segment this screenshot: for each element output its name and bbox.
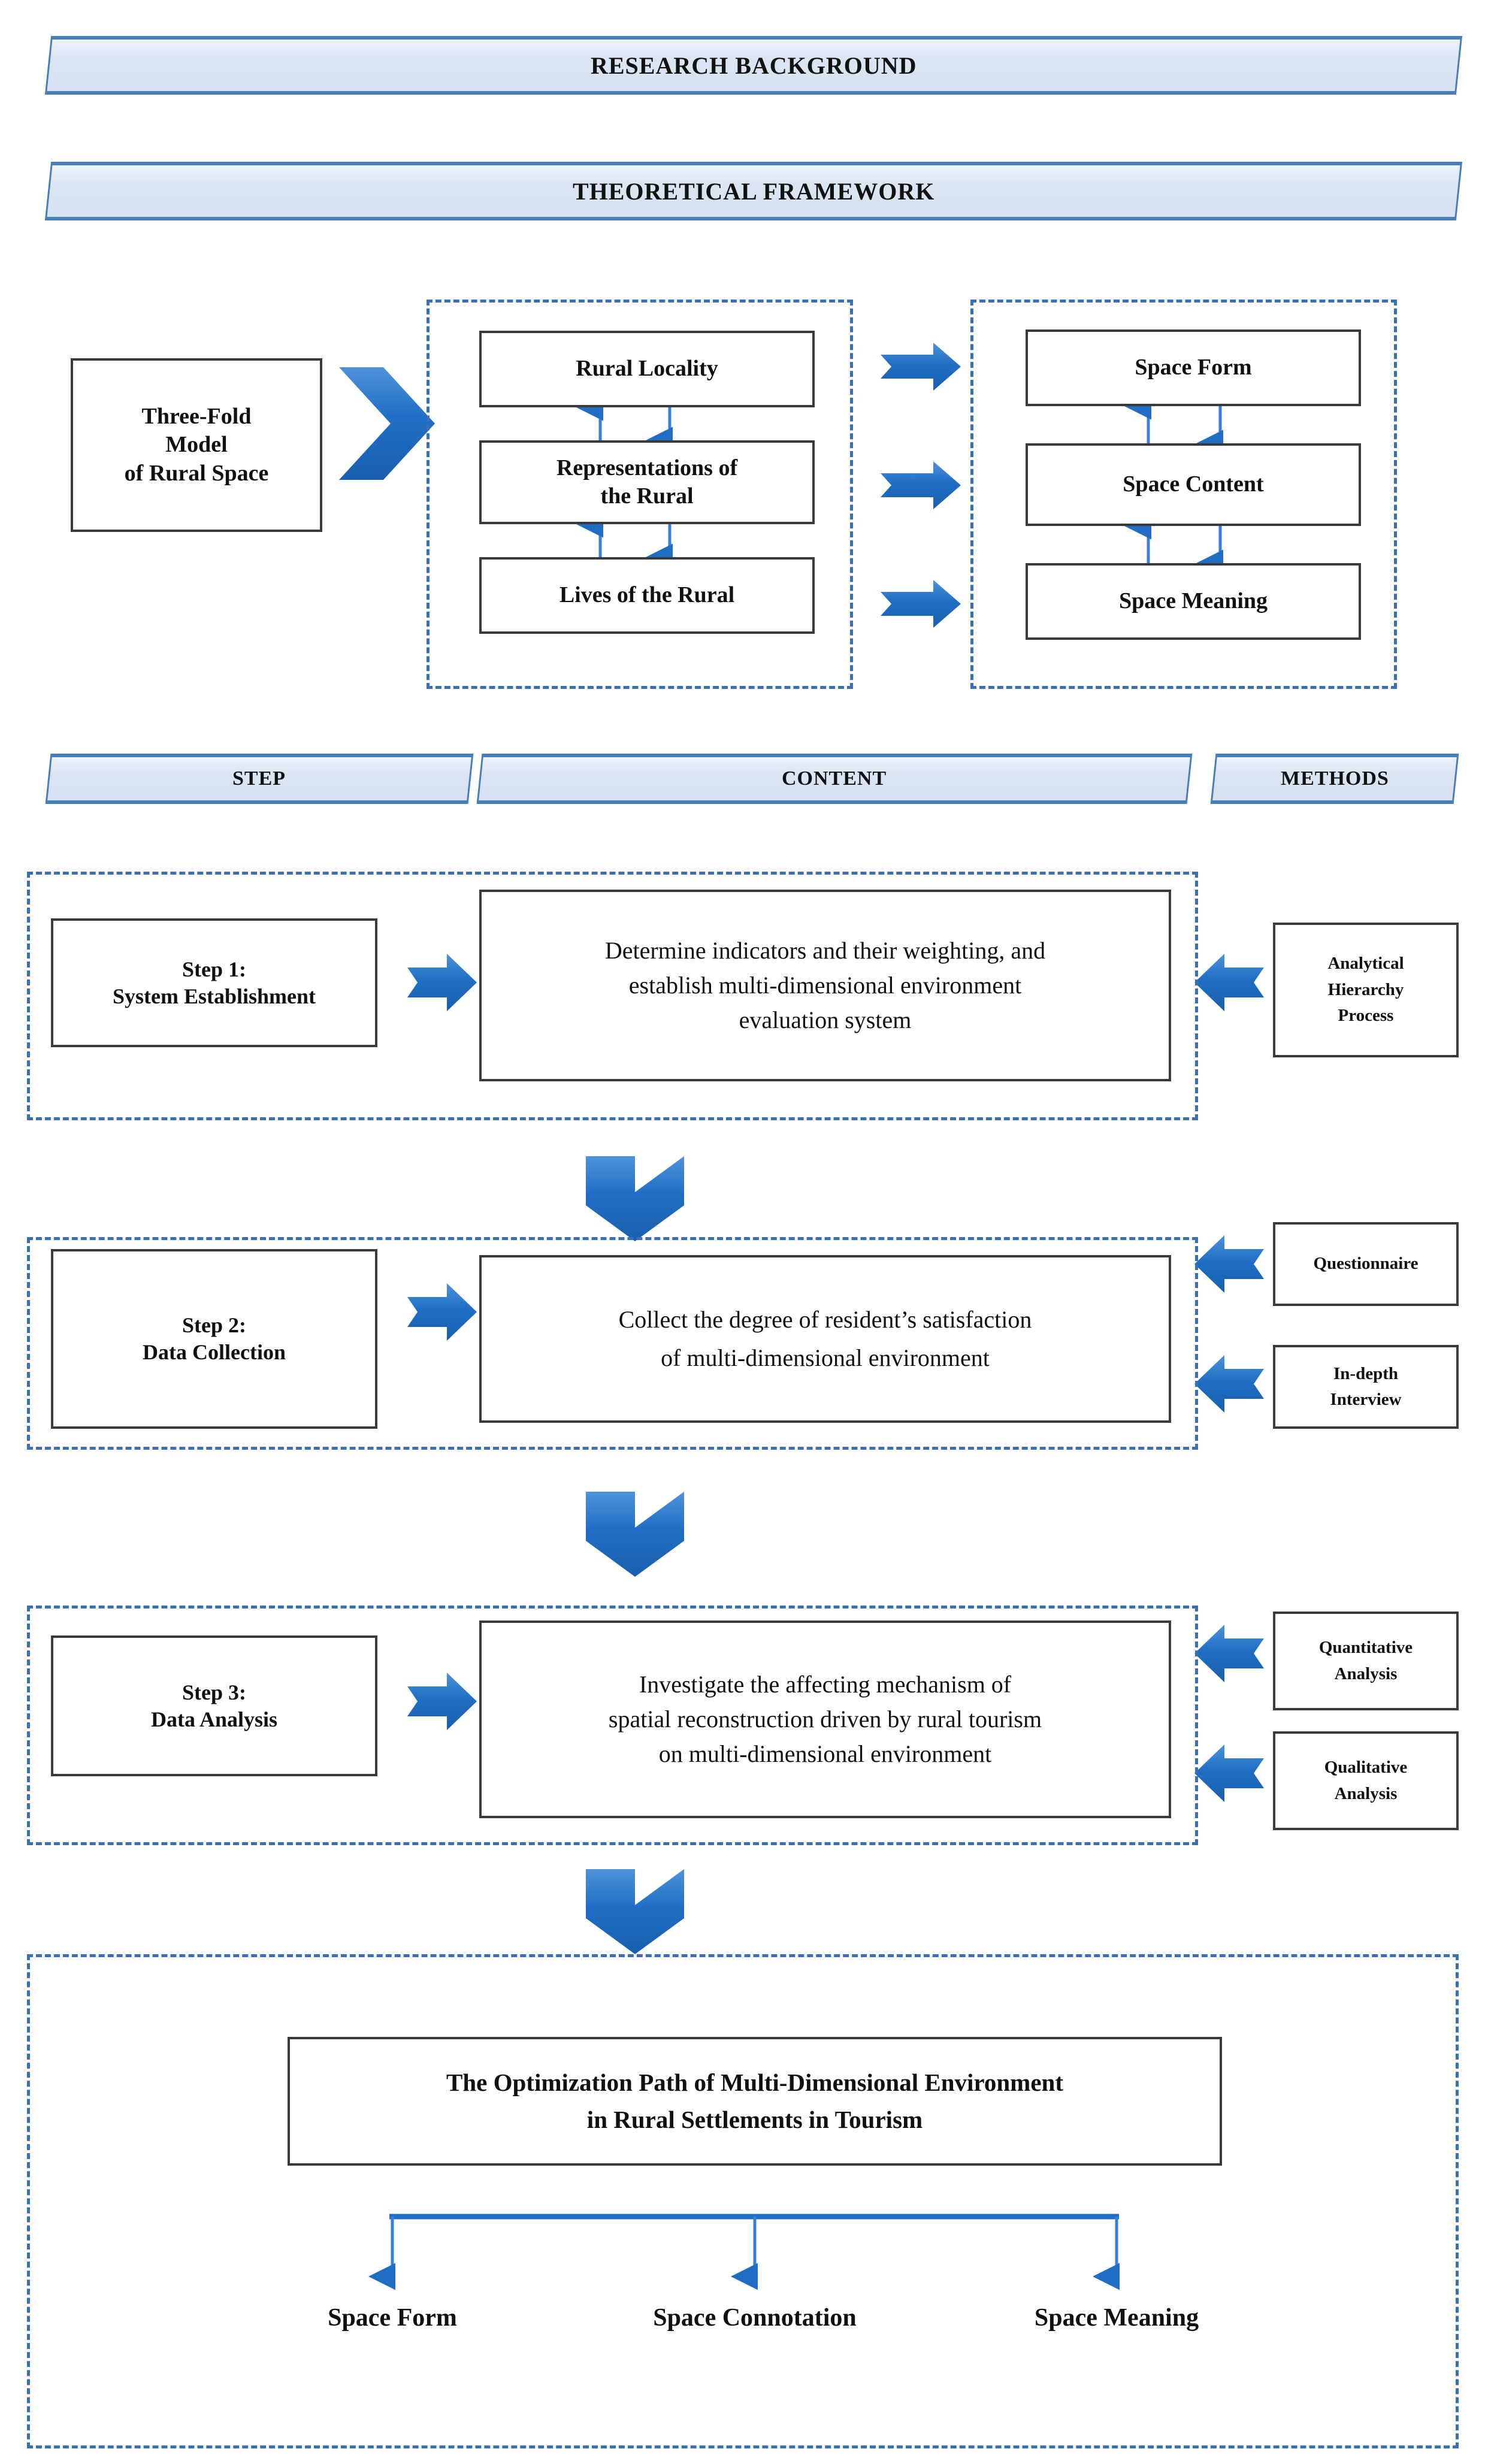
step-3-content-text: Investigate the affecting mechanism of s… bbox=[608, 1671, 1042, 1767]
column-header-methods-label: METHODS bbox=[1280, 767, 1389, 790]
step-3-method-box-1-text: Quantitative Analysis bbox=[1318, 1638, 1413, 1683]
outcome-space-meaning[interactable]: Space Meaning bbox=[967, 2303, 1266, 2332]
banner-theoretical-framework[interactable]: THEORETICAL FRAMEWORK bbox=[44, 162, 1463, 220]
step-3-dashed-container bbox=[27, 1606, 1198, 1845]
step-2-method-box-2[interactable]: In-depth Interview bbox=[1273, 1345, 1459, 1429]
column-header-content-label: CONTENT bbox=[782, 767, 887, 790]
step-2-content-box[interactable]: Collect the degree of resident’s satisfa… bbox=[479, 1255, 1171, 1423]
step-1-label-box[interactable]: Step 1: System Establishment bbox=[51, 918, 377, 1047]
step-1-label-text: Step 1: System Establishment bbox=[112, 957, 316, 1008]
column-header-step-label: STEP bbox=[232, 767, 286, 790]
conclusion-dashed-container bbox=[27, 1954, 1459, 2448]
arrow-right-icon bbox=[881, 343, 961, 628]
box-space-form-label: Space Form bbox=[1135, 355, 1252, 380]
box-space-form[interactable]: Space Form bbox=[1026, 329, 1361, 406]
outcome-space-form-label: Space Form bbox=[328, 2304, 457, 2332]
arrow-left-icon bbox=[1194, 1235, 1264, 1413]
step-2-label-text: Step 2: Data Collection bbox=[143, 1313, 286, 1364]
box-rural-locality[interactable]: Rural Locality bbox=[479, 331, 815, 407]
outcome-space-form[interactable]: Space Form bbox=[243, 2303, 542, 2332]
chevron-right-icon bbox=[339, 367, 435, 480]
box-lives-of-the-rural-label: Lives of the Rural bbox=[559, 582, 735, 608]
three-fold-model-box[interactable]: Three-Fold Model of Rural Space bbox=[71, 358, 322, 532]
column-header-content[interactable]: CONTENT bbox=[476, 754, 1193, 804]
chevron-down-icon bbox=[586, 1156, 684, 1241]
outcome-space-connotation[interactable]: Space Connotation bbox=[605, 2303, 905, 2332]
box-rural-locality-label: Rural Locality bbox=[576, 356, 718, 382]
step-3-method-box-2-text: Qualitative Analysis bbox=[1324, 1758, 1408, 1803]
step-1-method-box-1-text: Analytical Hierarchy Process bbox=[1327, 954, 1404, 1026]
box-representations-of-the-rural-label: Representations of the Rural bbox=[556, 455, 738, 509]
outcome-space-meaning-label: Space Meaning bbox=[1034, 2304, 1199, 2332]
right-group-dashed-container bbox=[970, 300, 1397, 689]
box-space-content[interactable]: Space Content bbox=[1026, 443, 1361, 526]
step-2-dashed-container bbox=[27, 1237, 1198, 1450]
step-3-label-text: Step 3: Data Analysis bbox=[150, 1680, 278, 1731]
column-header-methods[interactable]: METHODS bbox=[1210, 754, 1459, 804]
step-3-label-box[interactable]: Step 3: Data Analysis bbox=[51, 1635, 377, 1776]
column-header-step[interactable]: STEP bbox=[45, 754, 474, 804]
step-2-method-box-2-text: In-depth Interview bbox=[1330, 1363, 1402, 1410]
step-2-method-box-1[interactable]: Questionnaire bbox=[1273, 1222, 1459, 1306]
step-1-method-box-1[interactable]: Analytical Hierarchy Process bbox=[1273, 923, 1459, 1057]
chevron-down-icon bbox=[586, 1492, 684, 1577]
step-3-method-box-1[interactable]: Quantitative Analysis bbox=[1273, 1612, 1459, 1710]
step-2-label-box[interactable]: Step 2: Data Collection bbox=[51, 1249, 377, 1429]
box-lives-of-the-rural[interactable]: Lives of the Rural bbox=[479, 557, 815, 634]
three-fold-model-text: Three-Fold Model of Rural Space bbox=[124, 403, 269, 486]
box-representations-of-the-rural[interactable]: Representations of the Rural bbox=[479, 440, 815, 524]
step-2-content-text: Collect the degree of resident’s satisfa… bbox=[618, 1306, 1032, 1371]
outcome-space-connotation-label: Space Connotation bbox=[653, 2304, 857, 2332]
banner-research-background[interactable]: RESEARCH BACKGROUND bbox=[44, 36, 1463, 95]
step-1-dashed-container bbox=[27, 872, 1198, 1120]
banner-research-background-label: RESEARCH BACKGROUND bbox=[590, 52, 917, 79]
box-space-meaning-label: Space Meaning bbox=[1118, 588, 1268, 614]
banner-theoretical-framework-label: THEORETICAL FRAMEWORK bbox=[572, 177, 935, 205]
arrow-left-icon bbox=[1194, 1625, 1264, 1802]
conclusion-title-text: The Optimization Path of Multi-Dimension… bbox=[446, 2069, 1063, 2133]
chevron-down-icon bbox=[586, 1869, 684, 1954]
conclusion-title-box[interactable]: The Optimization Path of Multi-Dimension… bbox=[288, 2037, 1222, 2166]
box-space-meaning[interactable]: Space Meaning bbox=[1026, 563, 1361, 640]
step-1-content-box[interactable]: Determine indicators and their weighting… bbox=[479, 890, 1171, 1081]
arrow-left-icon bbox=[1194, 954, 1264, 1011]
step-1-content-text: Determine indicators and their weighting… bbox=[604, 937, 1046, 1033]
left-group-dashed-container bbox=[427, 300, 853, 689]
box-space-content-label: Space Content bbox=[1123, 471, 1264, 497]
step-2-method-box-1-text: Questionnaire bbox=[1313, 1254, 1419, 1274]
step-3-method-box-2[interactable]: Qualitative Analysis bbox=[1273, 1731, 1459, 1830]
step-3-content-box[interactable]: Investigate the affecting mechanism of s… bbox=[479, 1621, 1171, 1818]
